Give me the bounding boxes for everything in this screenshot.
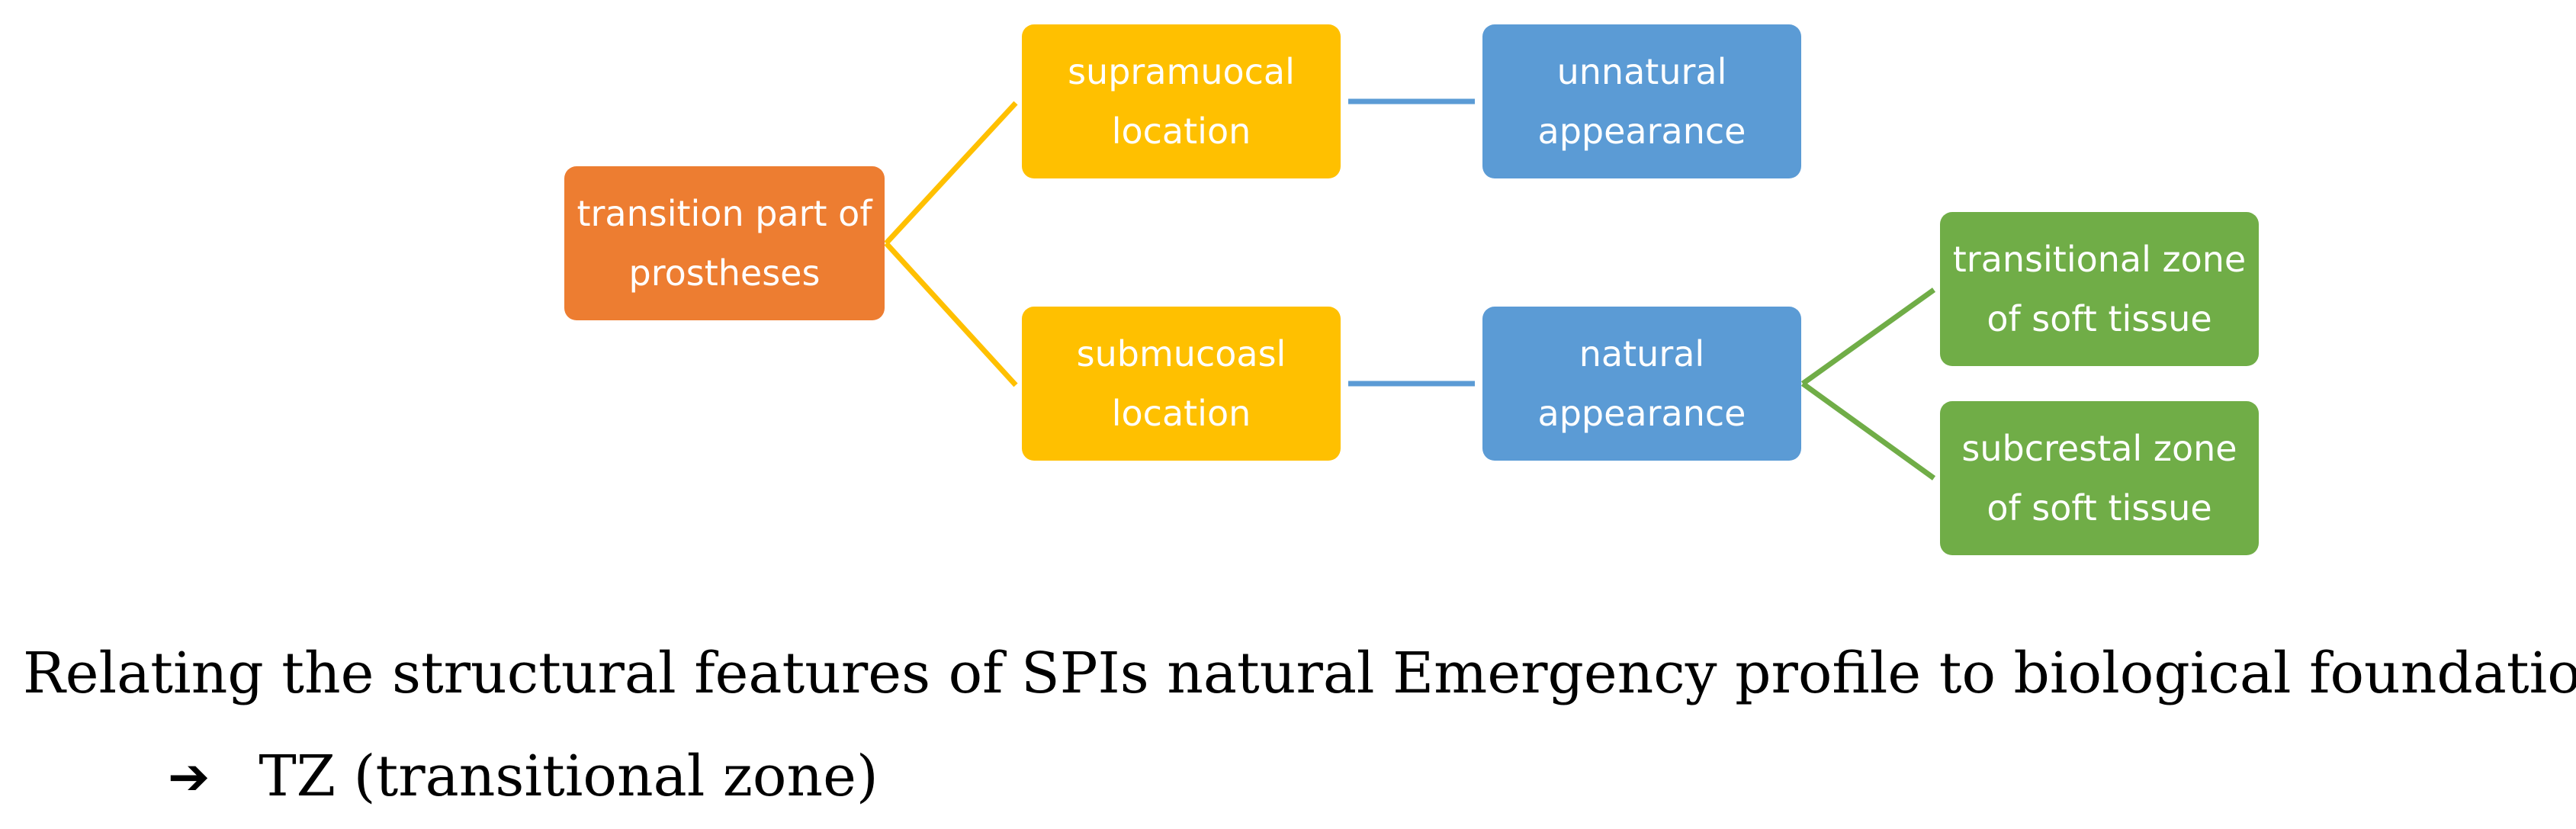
node-label-line: transitional zone xyxy=(1952,239,2247,280)
node-label-line: prostheses xyxy=(628,252,821,294)
node-label-line: of soft tissue xyxy=(1987,487,2212,529)
node-submucosal-location: submucoasl location xyxy=(1022,307,1341,461)
node-transitional-zone: transitional zone of soft tissue xyxy=(1940,212,2259,366)
node-label-line: supramuocal xyxy=(1068,51,1295,92)
node-label-line: unnatural xyxy=(1556,51,1727,92)
node-transition-part: transition part of prostheses xyxy=(564,166,885,320)
node-label-line: subcrestal zone xyxy=(1961,428,2237,469)
connector-root-supra xyxy=(884,101,1018,246)
node-label-line: appearance xyxy=(1537,111,1746,152)
connector-root-sub xyxy=(884,241,1018,387)
connector-natural-subcrestal xyxy=(1800,381,1936,480)
caption-text: Relating the structural features of SPIs… xyxy=(23,641,2576,706)
node-label-line: natural xyxy=(1579,333,1705,374)
node-label-line: transition part of xyxy=(577,193,872,234)
connector-lines xyxy=(884,98,1936,480)
connector-natural-transitional xyxy=(1800,288,1936,386)
node-label-line: submucoasl xyxy=(1076,333,1286,374)
conclusion-text: TZ (transitional zone) xyxy=(259,744,878,809)
conclusion-line: ➔ TZ (transitional zone) xyxy=(168,744,878,809)
node-label-line: location xyxy=(1111,393,1251,434)
node-label-line: appearance xyxy=(1537,393,1746,434)
node-subcrestal-zone: subcrestal zone of soft tissue xyxy=(1940,401,2259,555)
node-supramucosal-location: supramuocal location xyxy=(1022,24,1341,178)
node-label-line: of soft tissue xyxy=(1987,298,2212,339)
right-arrow-icon: ➔ xyxy=(168,747,210,806)
node-unnatural-appearance: unnatural appearance xyxy=(1482,24,1801,178)
node-natural-appearance: natural appearance xyxy=(1482,307,1801,461)
node-label-line: location xyxy=(1111,111,1251,152)
tree-diagram: transition part of prostheses supramuoca… xyxy=(564,24,2259,555)
